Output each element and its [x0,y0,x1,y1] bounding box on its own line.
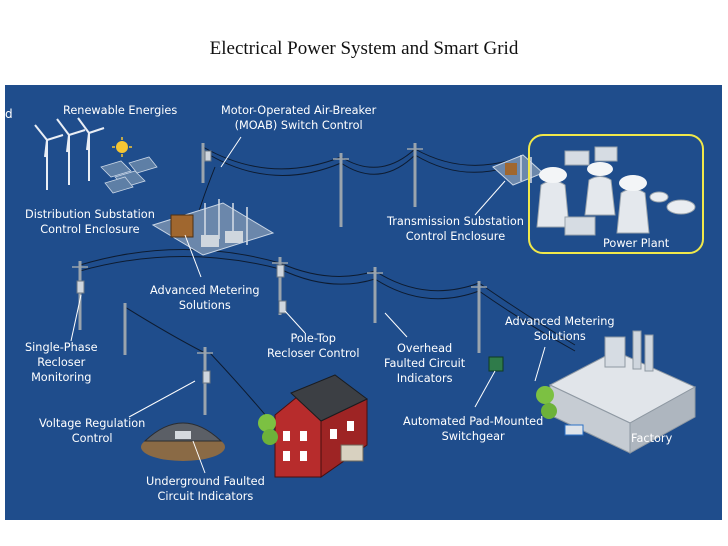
slide-title: Electrical Power System and Smart Grid [209,38,519,59]
label-moab-switch-control: Motor-Operated Air-Breaker (MOAB) Switch… [221,104,377,132]
house [258,374,368,478]
label-power-plant: Power Plant [603,237,670,250]
label-underground-fci: Underground Faulted Circuit Indicators [146,475,265,503]
wind-turbines [34,117,105,190]
edge-fragment-text: d [5,107,13,121]
power-lines [79,146,576,418]
label-renewable-energies: Renewable Energies [63,104,178,117]
label-distribution-substation: Distribution Substation Control Enclosur… [25,208,155,236]
factory-trees [536,386,557,419]
underground-vault [141,422,225,461]
meter-boxes [76,150,287,384]
solar-panels [100,156,158,194]
smart-grid-diagram: d [5,85,722,520]
pad-mounted-switchgear [488,356,504,372]
label-pole-top-recloser: Pole-Top Recloser Control [267,332,360,360]
distribution-substation [151,199,275,256]
label-advanced-metering-2: Advanced Metering Solutions [505,315,615,343]
power-plant [536,146,696,236]
label-single-phase-recloser: Single-Phase Recloser Monitoring [25,341,98,384]
label-transmission-substation: Transmission Substation Control Enclosur… [387,215,524,243]
label-pad-mounted-switchgear: Automated Pad-Mounted Switchgear [403,415,544,443]
factory-building [548,330,697,454]
label-advanced-metering-1: Advanced Metering Solutions [150,284,260,312]
label-voltage-regulation: Voltage Regulation Control [39,417,146,445]
diagram-artwork [34,117,704,478]
callout-lines [70,136,546,474]
label-factory: Factory [631,432,673,445]
transmission-substation [492,154,544,186]
power-plant-highlight [528,134,704,254]
label-overhead-fci: Overhead Faulted Circuit Indicators [384,342,466,385]
sun-icon [112,137,132,157]
